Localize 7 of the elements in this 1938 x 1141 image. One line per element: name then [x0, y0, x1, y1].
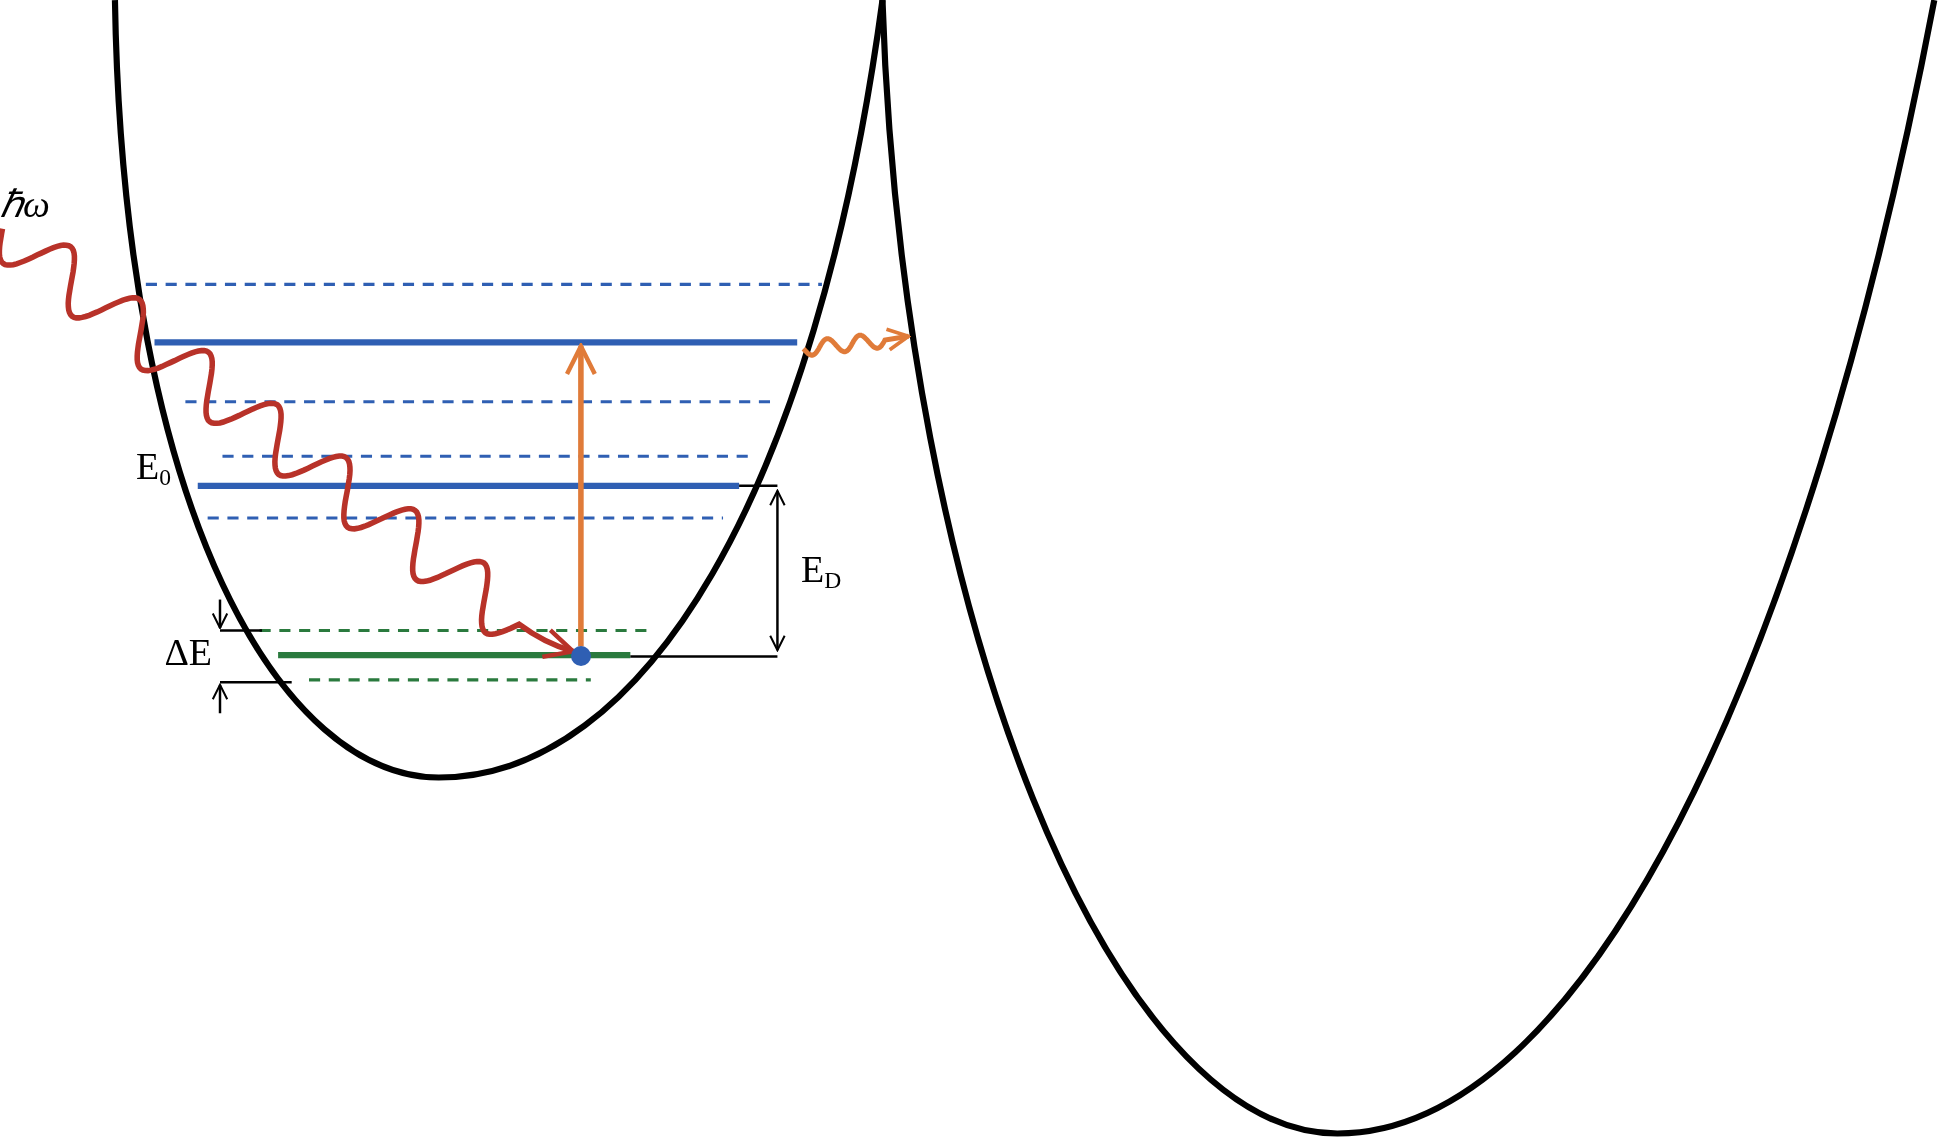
wavy-arrow [0, 228, 576, 659]
photon-label: ℏω [0, 185, 50, 224]
arrow [564, 343, 598, 647]
energy-label: E$_{D}$ [800, 550, 842, 593]
particle-dot [570, 646, 591, 667]
energy-label: ΔE [164, 632, 213, 671]
energy-label: E$_{0}$ [135, 447, 171, 490]
